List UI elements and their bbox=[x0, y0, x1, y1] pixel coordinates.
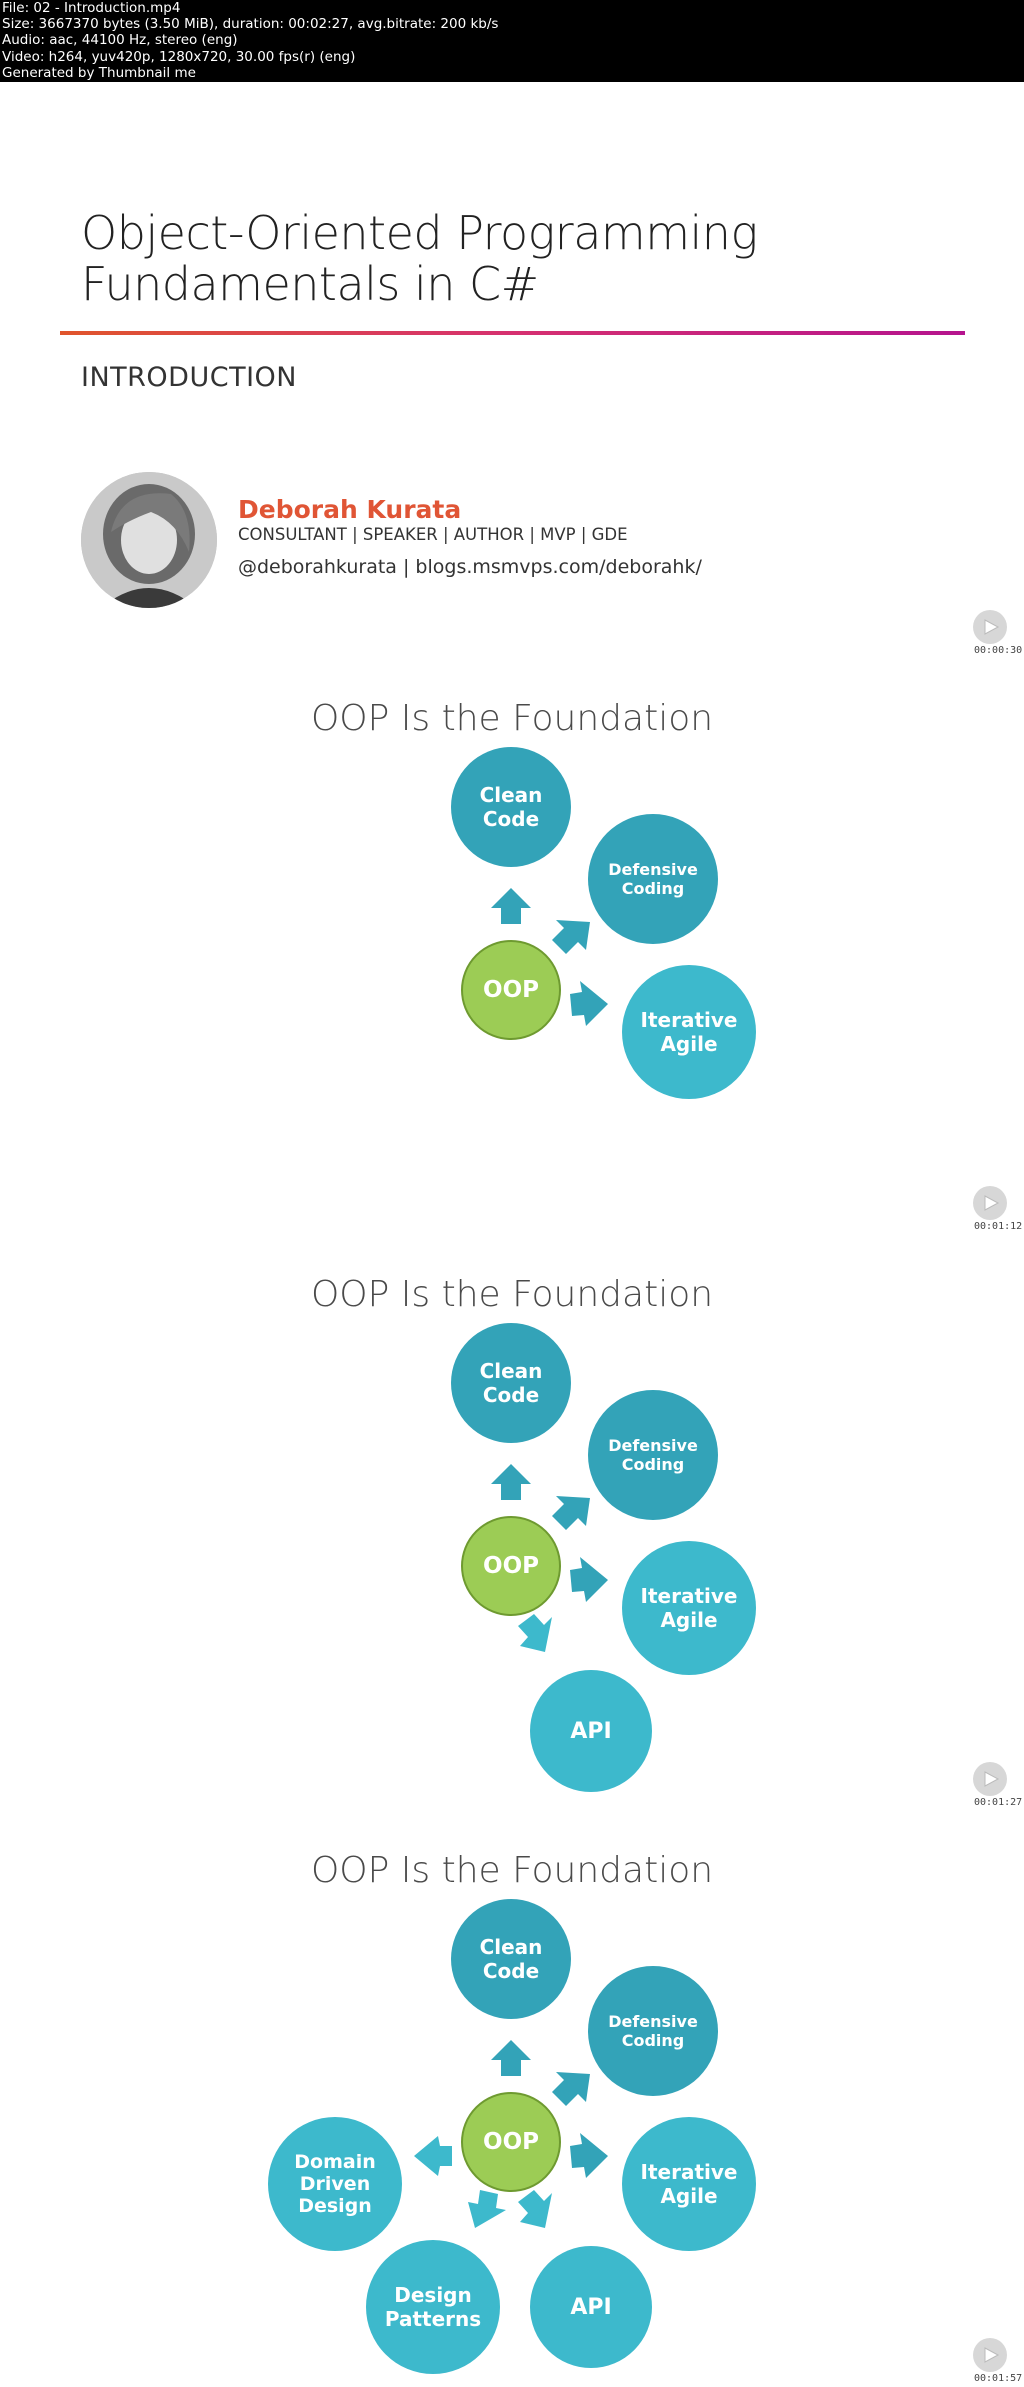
bubble-iterative-agile: Iterative Agile bbox=[622, 965, 756, 1099]
bubble-label: OOP bbox=[483, 977, 539, 1003]
bubble-api: API bbox=[530, 1670, 652, 1792]
bubble-label: Design Patterns bbox=[384, 2283, 482, 2331]
arrow-up-right-icon bbox=[552, 1496, 590, 1530]
bubble-label: Clean Code bbox=[479, 1359, 543, 1407]
bubble-clean-code: Clean Code bbox=[451, 747, 571, 867]
file-info-line: Video: h264, yuv420p, 1280x720, 30.00 fp… bbox=[2, 48, 356, 65]
play-icon bbox=[984, 619, 1000, 635]
bubble-clean-code: Clean Code bbox=[451, 1323, 571, 1443]
bubble-oop: OOP bbox=[461, 1516, 561, 1616]
arrows-group bbox=[491, 1464, 608, 1652]
arrows-group bbox=[491, 888, 608, 1026]
bubble-label: Clean Code bbox=[479, 783, 543, 831]
title-divider bbox=[60, 331, 965, 335]
bubble-label: Defensive Coding bbox=[608, 1436, 698, 1474]
course-title-line-1: Object-Oriented Programming bbox=[81, 206, 758, 260]
file-info-line: Generated by Thumbnail me bbox=[2, 64, 196, 81]
arrows-group bbox=[414, 2040, 608, 2228]
play-button[interactable] bbox=[973, 1186, 1007, 1220]
module-subtitle: INTRODUCTION bbox=[81, 362, 297, 393]
arrow-right-icon bbox=[570, 1557, 608, 1602]
slide-foundation-2: OOP Is the Foundation Clean Code Defensi… bbox=[0, 1234, 1024, 1810]
bubble-iterative-agile: Iterative Agile bbox=[622, 2117, 756, 2251]
bubble-oop: OOP bbox=[461, 2092, 561, 2192]
slide-title-screen: Object-Oriented Programming Fundamentals… bbox=[0, 82, 1024, 658]
bubble-label: Iterative Agile bbox=[640, 1584, 738, 1632]
play-button[interactable] bbox=[973, 610, 1007, 644]
arrow-down-icon bbox=[518, 1614, 552, 1652]
bubble-label: OOP bbox=[483, 2129, 539, 2155]
play-icon bbox=[984, 1195, 1000, 1211]
bubble-domain-driven-design: Domain Driven Design bbox=[268, 2117, 402, 2251]
bubble-defensive-coding: Defensive Coding bbox=[588, 1390, 718, 1520]
file-info-line: Audio: aac, 44100 Hz, stereo (eng) bbox=[2, 32, 238, 49]
arrow-down-icon bbox=[518, 2190, 552, 2228]
bubble-label: API bbox=[570, 2294, 612, 2320]
course-title: Object-Oriented Programming Fundamentals… bbox=[81, 208, 981, 310]
bubble-label: Domain Driven Design bbox=[294, 2151, 376, 2217]
bubble-clean-code: Clean Code bbox=[451, 1899, 571, 2019]
file-info-line: File: 02 - Introduction.mp4 bbox=[2, 0, 181, 16]
play-icon bbox=[984, 2347, 1000, 2363]
bubble-design-patterns: Design Patterns bbox=[366, 2240, 500, 2374]
slide-title: OOP Is the Foundation bbox=[310, 1274, 714, 1315]
slide-foundation-3: OOP Is the Foundation Clean Code Defensi… bbox=[0, 1810, 1024, 2386]
arrow-up-right-icon bbox=[552, 2072, 590, 2106]
file-info-line: Size: 3667370 bytes (3.50 MiB), duration… bbox=[2, 16, 499, 33]
arrow-down-left-icon bbox=[468, 2190, 506, 2228]
bubble-oop: OOP bbox=[461, 940, 561, 1040]
file-info-header: File: 02 - Introduction.mp4 Size: 366737… bbox=[0, 0, 1024, 82]
bubble-api: API bbox=[530, 2246, 652, 2368]
bubble-label: API bbox=[570, 1718, 612, 1744]
arrow-right-icon bbox=[570, 981, 608, 1026]
author-portrait-icon bbox=[81, 472, 217, 608]
bubble-defensive-coding: Defensive Coding bbox=[588, 1966, 718, 2096]
arrow-up-icon bbox=[491, 888, 531, 924]
play-icon bbox=[984, 1771, 1000, 1787]
slide-title: OOP Is the Foundation bbox=[310, 1850, 714, 1891]
timestamp: 00:01:27 bbox=[974, 1797, 1023, 1808]
arrow-up-right-icon bbox=[552, 920, 590, 954]
bubble-defensive-coding: Defensive Coding bbox=[588, 814, 718, 944]
bubble-iterative-agile: Iterative Agile bbox=[622, 1541, 756, 1675]
bubble-label: Iterative Agile bbox=[640, 1008, 738, 1056]
bubble-label: Iterative Agile bbox=[640, 2160, 738, 2208]
arrow-up-icon bbox=[491, 1464, 531, 1500]
author-name: Deborah Kurata bbox=[238, 495, 462, 524]
course-title-line-2: Fundamentals in C# bbox=[81, 257, 539, 311]
bubble-label: Defensive Coding bbox=[608, 860, 698, 898]
bubble-label: Defensive Coding bbox=[608, 2012, 698, 2050]
timestamp: 00:01:57 bbox=[974, 2373, 1023, 2384]
timestamp: 00:01:12 bbox=[974, 1221, 1023, 1232]
author-roles: CONSULTANT | SPEAKER | AUTHOR | MVP | GD… bbox=[238, 525, 628, 544]
author-links: @deborahkurata | blogs.msmvps.com/debora… bbox=[238, 556, 702, 578]
arrow-right-icon bbox=[570, 2133, 608, 2178]
slide-title: OOP Is the Foundation bbox=[310, 698, 714, 739]
play-button[interactable] bbox=[973, 1762, 1007, 1796]
arrow-left-icon bbox=[414, 2136, 452, 2176]
bubble-label: Clean Code bbox=[479, 1935, 543, 1983]
author-avatar bbox=[81, 472, 217, 608]
play-button[interactable] bbox=[973, 2338, 1007, 2372]
bubble-label: OOP bbox=[483, 1553, 539, 1579]
arrow-up-icon bbox=[491, 2040, 531, 2076]
timestamp: 00:00:30 bbox=[974, 645, 1023, 656]
slide-foundation-1: OOP Is the Foundation Clean Code Defensi… bbox=[0, 658, 1024, 1234]
